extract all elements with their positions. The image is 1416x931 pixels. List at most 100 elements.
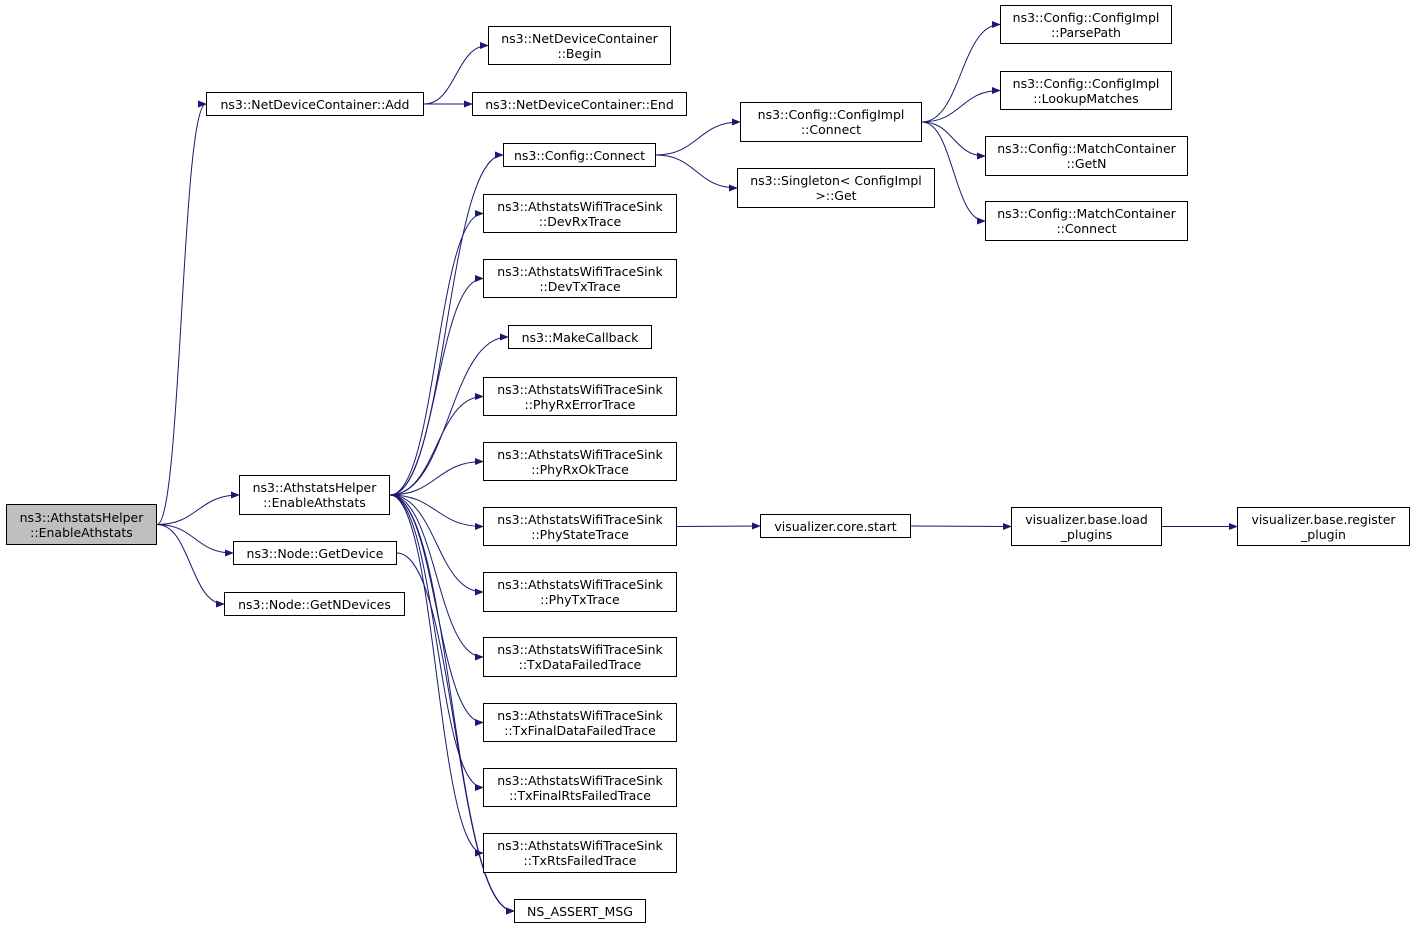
- edge-root-to-ndc_add: [156, 100, 207, 525]
- node-label-line: ns3::AthstatsWifiTraceSink: [497, 511, 663, 527]
- node-label-line: ns3::AthstatsWifiTraceSink: [497, 446, 663, 462]
- node-ndc-end[interactable]: ns3::NetDeviceContainer::End: [472, 92, 687, 116]
- node-label-line: ::ParsePath: [1051, 24, 1121, 40]
- edge-cfgimpl_connect-to-mc_getn: [921, 121, 986, 160]
- node-label-line: ::PhyStateTrace: [531, 526, 629, 542]
- edge-enable2-to-phy_tx: [389, 494, 484, 596]
- node-singleton-get[interactable]: ns3::Singleton< ConfigImpl>::Get: [737, 168, 935, 208]
- node-cfgimpl-connect[interactable]: ns3::Config::ConfigImpl::Connect: [740, 102, 922, 142]
- node-label-line: _plugin: [1301, 526, 1346, 542]
- node-label-line: ::EnableAthstats: [30, 524, 133, 540]
- node-label-line: _plugins: [1060, 526, 1113, 542]
- node-phy-rx-ok[interactable]: ns3::AthstatsWifiTraceSink::PhyRxOkTrace: [483, 442, 677, 481]
- node-label-line: >::Get: [815, 188, 857, 203]
- node-label-line: ns3::NetDeviceContainer: [501, 30, 658, 46]
- edge-enable2-to-tx_final_rts: [389, 494, 484, 792]
- node-tx-final-data[interactable]: ns3::AthstatsWifiTraceSink::TxFinalDataF…: [483, 703, 677, 742]
- edge-enable2-to-phy_rx_err: [389, 392, 484, 496]
- edge-cfgimpl_connect-to-lookup_matches: [921, 86, 1001, 123]
- node-ndc-begin[interactable]: ns3::NetDeviceContainer::Begin: [488, 26, 671, 65]
- node-label-line: ::TxFinalDataFailedTrace: [504, 722, 656, 738]
- node-label-line: ::PhyRxOkTrace: [531, 461, 629, 477]
- node-label-line: ns3::Config::MatchContainer: [997, 206, 1176, 221]
- node-viz-load[interactable]: visualizer.base.load_plugins: [1011, 507, 1162, 546]
- edge-enable2-to-dev_rx: [389, 209, 484, 496]
- node-label-line: ns3::AthstatsWifiTraceSink: [497, 381, 663, 397]
- node-label-line: ::GetN: [1066, 156, 1107, 171]
- node-get-ndevices[interactable]: ns3::Node::GetNDevices: [224, 592, 405, 616]
- node-label-line: ::Begin: [557, 45, 602, 61]
- node-label-line: visualizer.base.register: [1251, 511, 1396, 527]
- node-tx-final-rts[interactable]: ns3::AthstatsWifiTraceSink::TxFinalRtsFa…: [483, 768, 677, 807]
- edge-enable2-to-dev_tx: [389, 274, 484, 496]
- node-dev-tx[interactable]: ns3::AthstatsWifiTraceSink::DevTxTrace: [483, 259, 677, 298]
- edge-enable2-to-tx_rts: [389, 494, 484, 857]
- edge-get_device-to-ns_assert: [396, 552, 515, 915]
- edge-root-to-get_ndevices: [156, 524, 225, 608]
- node-mc-connect[interactable]: ns3::Config::MatchContainer::Connect: [985, 201, 1188, 241]
- node-label-line: ns3::Singleton< ConfigImpl: [750, 173, 922, 188]
- node-label-line: ::PhyRxErrorTrace: [524, 396, 636, 412]
- node-mc-getn[interactable]: ns3::Config::MatchContainer::GetN: [985, 136, 1188, 176]
- node-lookup-matches[interactable]: ns3::Config::ConfigImpl::LookupMatches: [1000, 71, 1172, 110]
- node-label-line: ns3::AthstatsWifiTraceSink: [497, 772, 663, 788]
- node-label-line: ns3::AthstatsWifiTraceSink: [497, 263, 663, 279]
- node-label-line: ns3::AthstatsWifiTraceSink: [497, 577, 663, 592]
- node-label-line: ns3::AthstatsWifiTraceSink: [497, 198, 663, 214]
- node-label-line: ::Connect: [1056, 221, 1117, 236]
- node-label-line: NS_ASSERT_MSG: [527, 903, 633, 919]
- edge-cfg_connect-to-singleton_get: [655, 154, 738, 192]
- node-label-line: ::TxFinalRtsFailedTrace: [509, 787, 651, 803]
- node-label-line: ns3::AthstatsWifiTraceSink: [497, 838, 663, 853]
- node-ns-assert[interactable]: NS_ASSERT_MSG: [514, 899, 646, 923]
- node-label-line: ns3::NetDeviceContainer::End: [485, 96, 674, 112]
- edge-enable2-to-phy_rx_ok: [389, 457, 484, 496]
- node-label-line: ns3::Config::Connect: [513, 147, 646, 163]
- edge-root-to-get_device: [156, 524, 234, 557]
- node-label-line: ::Connect: [800, 122, 862, 137]
- node-label-line: ::TxDataFailedTrace: [518, 657, 642, 672]
- node-phy-rx-err[interactable]: ns3::AthstatsWifiTraceSink::PhyRxErrorTr…: [483, 377, 677, 416]
- edge-enable2-to-tx_data_failed: [389, 494, 484, 661]
- edge-cfgimpl_connect-to-mc_connect: [921, 121, 986, 225]
- node-viz-start[interactable]: visualizer.core.start: [760, 514, 911, 538]
- node-label-line: ns3::AthstatsWifiTraceSink: [497, 707, 663, 723]
- node-cfg-connect[interactable]: ns3::Config::Connect: [503, 143, 656, 167]
- node-label-line: ns3::Node::GetNDevices: [238, 596, 391, 612]
- node-phy-state[interactable]: ns3::AthstatsWifiTraceSink::PhyStateTrac…: [483, 507, 677, 546]
- node-label-line: ns3::NetDeviceContainer::Add: [220, 96, 410, 112]
- node-label-line: ns3::AthstatsWifiTraceSink: [497, 642, 663, 657]
- node-label-line: ns3::AthstatsHelper: [19, 509, 144, 525]
- edge-root-to-enable2: [156, 491, 240, 525]
- node-enable2[interactable]: ns3::AthstatsHelper::EnableAthstats: [239, 475, 390, 515]
- node-parse-path[interactable]: ns3::Config::ConfigImpl::ParsePath: [1000, 5, 1172, 44]
- edge-viz_start-to-viz_load: [910, 522, 1012, 531]
- node-label-line: ns3::Config::ConfigImpl: [1012, 9, 1160, 25]
- edge-phy_state-to-viz_start: [676, 522, 761, 530]
- node-label-line: ::DevTxTrace: [539, 278, 621, 294]
- node-viz-register[interactable]: visualizer.base.register_plugin: [1237, 507, 1410, 546]
- node-tx-data-failed[interactable]: ns3::AthstatsWifiTraceSink::TxDataFailed…: [483, 637, 677, 677]
- node-label-line: ::DevRxTrace: [538, 213, 622, 229]
- node-make-cb[interactable]: ns3::MakeCallback: [508, 325, 652, 349]
- node-ndc-add[interactable]: ns3::NetDeviceContainer::Add: [206, 92, 424, 116]
- node-root: ns3::AthstatsHelper::EnableAthstats: [6, 504, 157, 545]
- node-get-device[interactable]: ns3::Node::GetDevice: [233, 541, 397, 565]
- node-label-line: ns3::Config::ConfigImpl: [757, 107, 905, 122]
- node-tx-rts[interactable]: ns3::AthstatsWifiTraceSink::TxRtsFailedT…: [483, 833, 677, 873]
- node-label-line: ::LookupMatches: [1033, 90, 1139, 106]
- edge-cfg_connect-to-cfgimpl_connect: [655, 118, 741, 156]
- edge-enable2-to-phy_state: [389, 494, 484, 531]
- node-phy-tx[interactable]: ns3::AthstatsWifiTraceSink::PhyTxTrace: [483, 572, 677, 612]
- node-label-line: ns3::AthstatsHelper: [252, 480, 377, 495]
- node-dev-rx[interactable]: ns3::AthstatsWifiTraceSink::DevRxTrace: [483, 194, 677, 233]
- edge-cfgimpl_connect-to-parse_path: [921, 20, 1001, 123]
- node-label-line: ::TxRtsFailedTrace: [523, 853, 637, 868]
- node-label-line: ::EnableAthstats: [263, 495, 366, 510]
- edge-ndc_add-to-ndc_begin: [423, 41, 489, 105]
- node-label-line: ns3::Config::ConfigImpl: [1012, 75, 1160, 91]
- node-label-line: ns3::Config::MatchContainer: [997, 141, 1176, 156]
- node-label-line: ns3::MakeCallback: [521, 329, 639, 345]
